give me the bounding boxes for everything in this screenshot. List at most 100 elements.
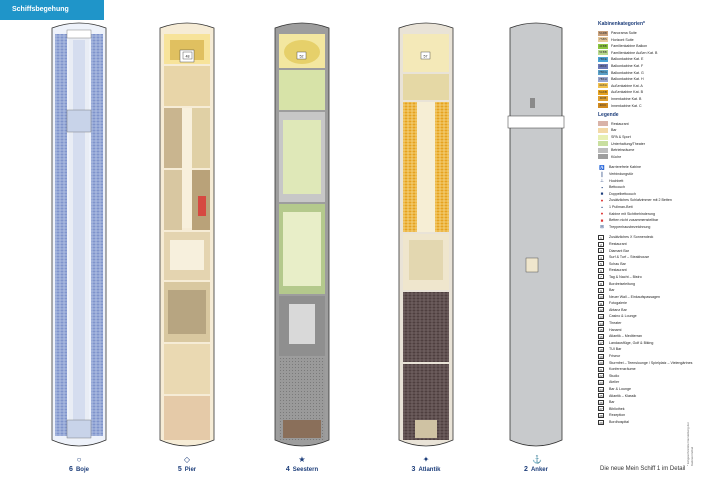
venue-label: Friseur	[609, 354, 621, 359]
deck-name: Atlantik	[418, 467, 441, 473]
venue-label: Landausflüge, Golf & Biking	[609, 340, 654, 345]
cabin-categories-heading: Kabinenkategorien*	[598, 21, 645, 27]
door-icon: ┃	[600, 171, 604, 177]
venue-label: Tag & Nacht – Bistro	[609, 274, 642, 279]
legend-row: ●Kabine mit Sichtbehinderung	[598, 210, 726, 217]
legend-row: ┃Verbindungstür	[598, 171, 726, 178]
venue-label: Restaurant	[609, 241, 627, 246]
legend-row: Restaurant	[598, 121, 726, 128]
deck-name: Seestern	[292, 467, 319, 473]
venue-number-box: 16	[598, 333, 604, 339]
color-swatch	[598, 141, 608, 147]
color-swatch: 5FBB	[598, 50, 608, 56]
venue-number-box: 1	[598, 234, 604, 240]
accessible-icon: ♿	[599, 164, 605, 170]
venue-number-box: 18	[598, 347, 604, 353]
color-swatch: 7BKE	[598, 56, 608, 62]
venue-number-box: 14	[598, 320, 604, 326]
anchor-icon: ⚓	[532, 455, 542, 464]
legend-row: ■Doppelbettcouch	[598, 191, 726, 198]
legend-label: Balkonkabine Kat. G	[611, 70, 644, 75]
venue-label: Zusätzliches X Sonnendeck	[609, 235, 654, 240]
deck-name: Boje	[75, 467, 89, 473]
buoy-icon: ○	[76, 455, 82, 464]
venue-label: Sturmfrei – Teenslounge / Spielplatz – V…	[609, 360, 693, 365]
venue-row: 24 Bar & Lounge	[598, 386, 726, 393]
deck-number: 3	[411, 466, 416, 473]
legend-label: Unterhaltung/Theater	[611, 141, 645, 146]
legend-row: Unterhaltung/Theater	[598, 140, 726, 147]
legend-label: Zusätzliches Schlafzimmer mit 2 Betten	[609, 198, 672, 203]
venue-label: Rezeption	[609, 413, 626, 418]
venue-row: 29 Bordhospital	[598, 419, 726, 426]
color-swatch: 7BKH	[598, 76, 608, 82]
venue-label: Bar & Lounge	[609, 387, 631, 392]
venue-label: Konferenzräume	[609, 367, 636, 372]
venue-number-box: 26	[598, 399, 604, 405]
bunk-bed-icon: ⊥	[600, 178, 604, 184]
venue-number-box: 29	[598, 419, 604, 425]
legend-row: ▪Bettcouch	[598, 184, 726, 191]
legend-label: Bettcouch	[609, 185, 625, 190]
legend-label: Panorama Suite	[611, 30, 637, 35]
legend-label: SPA & Sport	[611, 135, 631, 140]
venue-label: Bibliothek	[609, 406, 625, 411]
venue-label: Neuer Wall – Einkaufspassagen	[609, 294, 661, 299]
venue-number-box: 24	[598, 386, 604, 392]
legend-label: Balkonkabine Kat. E	[611, 57, 644, 62]
legend-row: Bar	[598, 127, 726, 134]
venue-number-box: 21	[598, 366, 604, 372]
footnote: * Eingeschränkte Darstellung der Kabinen…	[686, 422, 694, 466]
venue-label: TUI Bar	[609, 347, 622, 352]
star-icon: ★	[298, 455, 306, 464]
stair-marker-label-3: 57	[424, 55, 428, 59]
legend-label: Küche	[611, 154, 622, 159]
venue-label: Diamant Bar	[609, 248, 629, 253]
color-swatch: 4AKA	[598, 83, 608, 89]
venue-number-box: 22	[598, 373, 604, 379]
color-swatch: 5ARB	[598, 30, 608, 36]
color-swatch: 7BKG	[598, 70, 608, 76]
deck-4-plan	[274, 22, 330, 447]
legend-label: Kabine mit Sichtbehinderung	[609, 211, 655, 216]
extra-bedroom-icon: ●	[600, 197, 604, 203]
pier-icon: ◇	[183, 455, 191, 464]
venue-label: Bordhospital	[609, 419, 629, 424]
deck-name: Anker	[530, 467, 548, 473]
legend-row: ⊞ Treppenhausbezeichnung	[598, 224, 726, 231]
venue-label: Atelier	[609, 380, 620, 385]
page-tab-title: Schiffsbegehung	[0, 0, 104, 20]
legend-label: Treppenhausbezeichnung	[609, 224, 651, 229]
venue-label: Fotogalerie	[609, 301, 627, 306]
venue-label: Atlantik – Klassik	[609, 393, 637, 398]
legend-label: Familienkabine Außen Kat. B	[611, 50, 658, 55]
stairwell-icon: ⊞	[600, 224, 604, 230]
venue-label: Surf & Turf – Steakhouse	[609, 255, 650, 260]
legend-label: Balkonkabine Kat. H	[611, 77, 644, 82]
